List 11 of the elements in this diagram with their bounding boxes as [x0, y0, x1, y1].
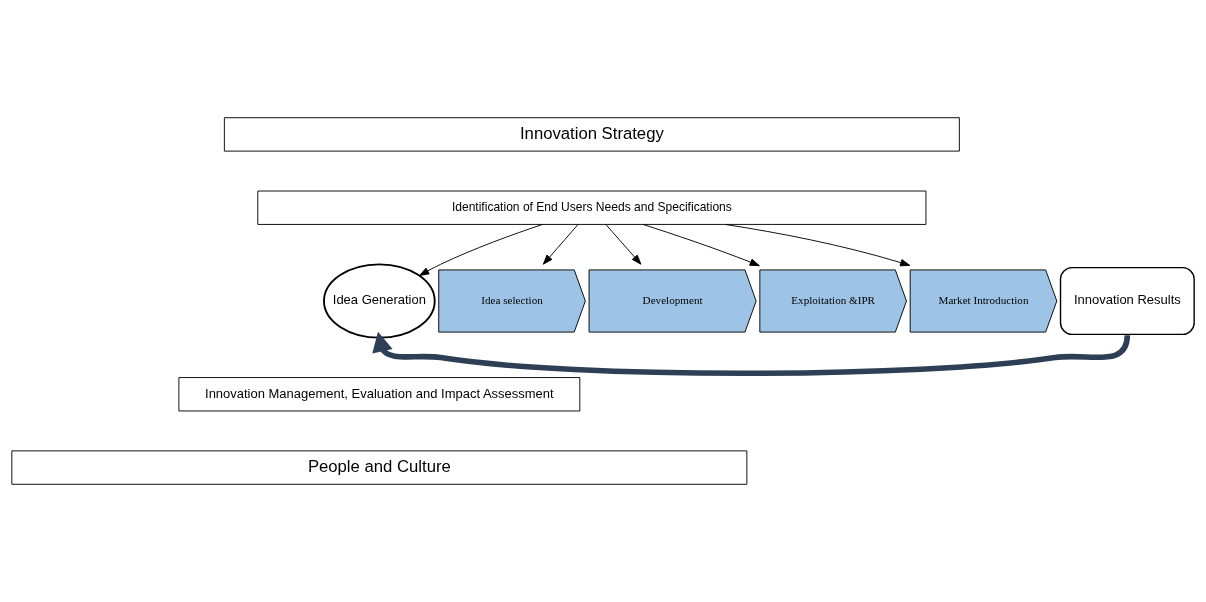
node-box: Identification of End Users Needs and Specifications — [257, 190, 927, 225]
node-box: Innovation Strategy — [223, 117, 960, 152]
arrow — [605, 224, 642, 265]
arrow — [419, 224, 543, 276]
node-box: People and Culture — [11, 450, 748, 485]
arrow — [642, 224, 760, 267]
node-box: Innovation Results — [1059, 266, 1195, 336]
node-box: Innovation Management, Evaluation and Impact Assessment — [178, 377, 581, 412]
arrow — [542, 224, 579, 265]
arrow — [724, 224, 911, 267]
node-ellipse: Idea Generation — [323, 263, 436, 339]
